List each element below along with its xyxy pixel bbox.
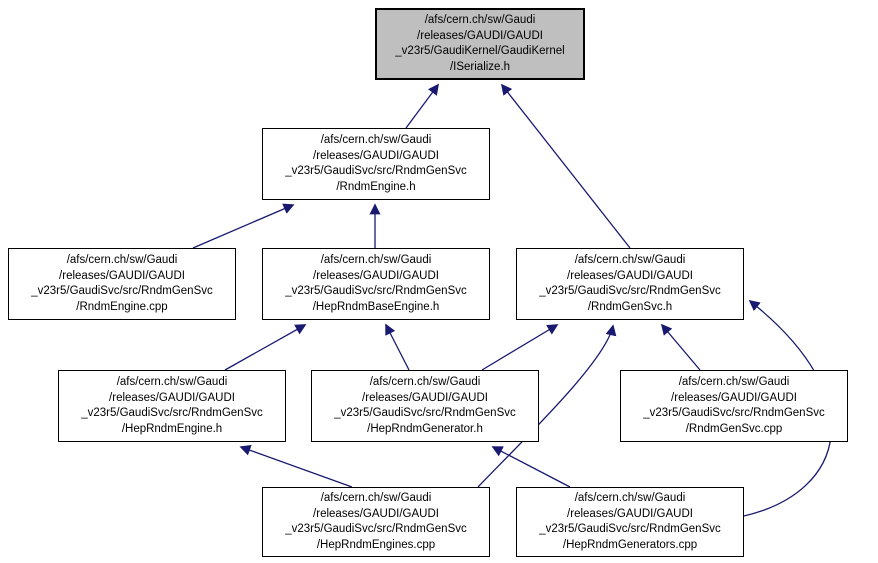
node-label-line: _v23r5/GaudiSvc/src/RndmGenSvc xyxy=(285,285,467,297)
node-label-line: /afs/cern.ch/sw/Gaudi xyxy=(320,492,432,504)
node-label-line: _v23r5/GaudiSvc/src/RndmGenSvc xyxy=(334,407,516,419)
node-label-line: _v23r5/GaudiSvc/src/RndmGenSvc xyxy=(539,285,721,297)
edge-heprndmengines-cpp-to-heprndmengine-h xyxy=(239,444,353,488)
node-label-line: /afs/cern.ch/sw/Gaudi xyxy=(66,254,178,266)
node-label-line: /releases/GAUDI/GAUDI xyxy=(671,391,797,404)
node-label-line: /RndmGenSvc.cpp xyxy=(685,422,783,435)
edge-rndmgensvc-h-to-iserialize-h xyxy=(500,83,631,249)
edge-heprndmgenerator-h-to-rndmgensvc-h xyxy=(481,324,559,371)
node-label-line: /releases/GAUDI/GAUDI xyxy=(59,269,185,282)
node-label-line: /afs/cern.ch/sw/Gaudi xyxy=(574,492,686,504)
node-label-line: /ISerialize.h xyxy=(449,60,511,73)
node-label-line: /releases/GAUDI/GAUDI xyxy=(567,269,693,282)
node-label-line: _v23r5/GaudiSvc/src/RndmGenSvc xyxy=(285,165,467,177)
node-heprndmbaseengine-h[interactable]: /afs/cern.ch/sw/Gaudi /releases/GAUDI/GA… xyxy=(262,248,490,320)
node-heprndmgenerators-cpp[interactable]: /afs/cern.ch/sw/Gaudi /releases/GAUDI/GA… xyxy=(516,487,744,557)
edge-rndmengine-cpp-to-rndmengine-h xyxy=(192,203,295,249)
node-heprndmengines-cpp[interactable]: /afs/cern.ch/sw/Gaudi /releases/GAUDI/GA… xyxy=(262,487,490,557)
node-rndmengine-cpp[interactable]: /afs/cern.ch/sw/Gaudi /releases/GAUDI/GA… xyxy=(8,248,236,320)
node-label-line: /RndmEngine.h xyxy=(336,180,416,193)
node-label-line: /releases/GAUDI/GAUDI xyxy=(417,29,543,42)
node-label-line: /afs/cern.ch/sw/Gaudi xyxy=(320,254,432,266)
node-rndmgensvc-cpp[interactable]: /afs/cern.ch/sw/Gaudi /releases/GAUDI/GA… xyxy=(620,370,848,442)
edge-heprndmgenerators-cpp-to-heprndmgenerator-h xyxy=(491,446,571,488)
node-label-line: /releases/GAUDI/GAUDI xyxy=(362,391,488,404)
node-label-line: /releases/GAUDI/GAUDI xyxy=(313,507,439,520)
node-heprndmengine-h[interactable]: /afs/cern.ch/sw/Gaudi /releases/GAUDI/GA… xyxy=(58,370,286,442)
edge-rndmgensvc-cpp-to-rndmgensvc-h xyxy=(660,323,701,371)
node-label-line: /releases/GAUDI/GAUDI xyxy=(109,391,235,404)
node-label-line: _v23r5/GaudiSvc/src/RndmGenSvc xyxy=(81,407,263,419)
edge-heprndmgenerator-h-to-heprndmbaseengine-h xyxy=(385,323,410,371)
node-label-line: /afs/cern.ch/sw/Gaudi xyxy=(369,376,481,388)
node-rndmengine-h[interactable]: /afs/cern.ch/sw/Gaudi /releases/GAUDI/GA… xyxy=(262,128,490,200)
node-label-line: /afs/cern.ch/sw/Gaudi xyxy=(424,14,536,26)
node-label-line: /HepRndmGenerators.cpp xyxy=(562,538,698,551)
node-label-line: /HepRndmGenerator.h xyxy=(367,422,483,435)
node-label-line: /releases/GAUDI/GAUDI xyxy=(313,149,439,162)
node-label-line: /HepRndmEngines.cpp xyxy=(316,538,436,551)
node-label-line: _v23r5/GaudiSvc/src/RndmGenSvc xyxy=(31,285,213,297)
node-label-line: /afs/cern.ch/sw/Gaudi xyxy=(320,134,432,146)
node-label-line: /afs/cern.ch/sw/Gaudi xyxy=(678,376,790,388)
node-label-line: _v23r5/GaudiSvc/src/RndmGenSvc xyxy=(643,407,825,419)
node-label-line: /HepRndmBaseEngine.h xyxy=(312,300,440,313)
node-rndmgensvc-h[interactable]: /afs/cern.ch/sw/Gaudi /releases/GAUDI/GA… xyxy=(516,248,744,320)
node-label-line: _v23r5/GaudiSvc/src/RndmGenSvc xyxy=(285,523,467,535)
edge-heprndmengines-cpp-to-rndmgensvc-h xyxy=(477,324,617,488)
node-label-line: /HepRndmEngine.h xyxy=(121,422,223,435)
node-label-line: /afs/cern.ch/sw/Gaudi xyxy=(574,254,686,266)
node-label-line: /releases/GAUDI/GAUDI xyxy=(567,507,693,520)
node-iserialize-h: /afs/cern.ch/sw/Gaudi /releases/GAUDI/GA… xyxy=(375,8,585,80)
node-label-line: /RndmEngine.cpp xyxy=(76,300,168,313)
edge-heprndmengine-h-to-heprndmbaseengine-h xyxy=(224,324,307,371)
node-label-line: /RndmGenSvc.h xyxy=(587,300,673,313)
node-label-line: /afs/cern.ch/sw/Gaudi xyxy=(116,376,228,388)
node-label-line: /releases/GAUDI/GAUDI xyxy=(313,269,439,282)
edge-rndmengine-h-to-iserialize-h xyxy=(405,83,439,129)
node-heprndmgenerator-h[interactable]: /afs/cern.ch/sw/Gaudi /releases/GAUDI/GA… xyxy=(311,370,539,442)
node-label-line: _v23r5/GaudiSvc/src/RndmGenSvc xyxy=(539,523,721,535)
node-label-line: _v23r5/GaudiKernel/GaudiKernel xyxy=(395,45,565,57)
